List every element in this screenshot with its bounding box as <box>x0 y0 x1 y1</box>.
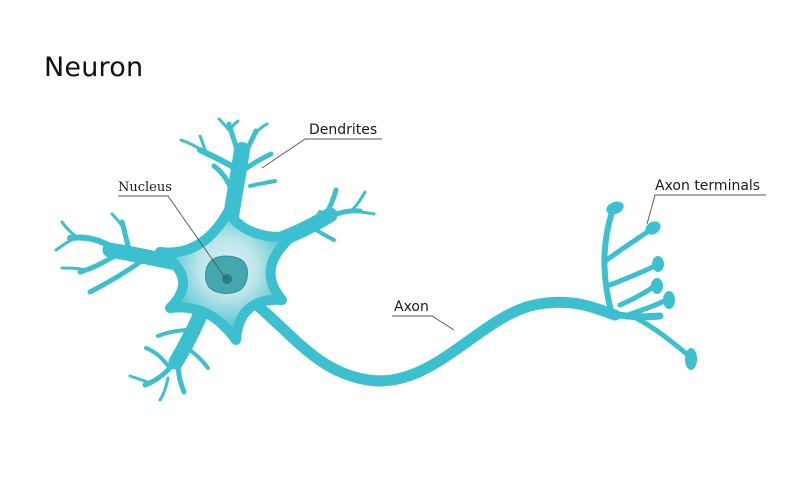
terminal-boutons <box>606 201 697 370</box>
axon-label: Axon <box>394 299 429 315</box>
axon-terminals <box>601 209 691 358</box>
axon <box>240 290 664 387</box>
leader-lines <box>118 138 766 331</box>
dendrites-label: Dendrites <box>309 122 377 138</box>
dendrites-leader <box>261 138 382 169</box>
nucleus-label: Nucleus <box>118 180 172 195</box>
dendrites <box>54 117 376 402</box>
nucleus-leader <box>118 195 227 280</box>
nucleus <box>205 255 248 294</box>
diagram-title: Neuron <box>44 52 144 83</box>
axon-terminals-label: Axon terminals <box>655 178 760 194</box>
axon-leader <box>392 315 455 331</box>
axon-terminals-leader <box>646 194 766 225</box>
